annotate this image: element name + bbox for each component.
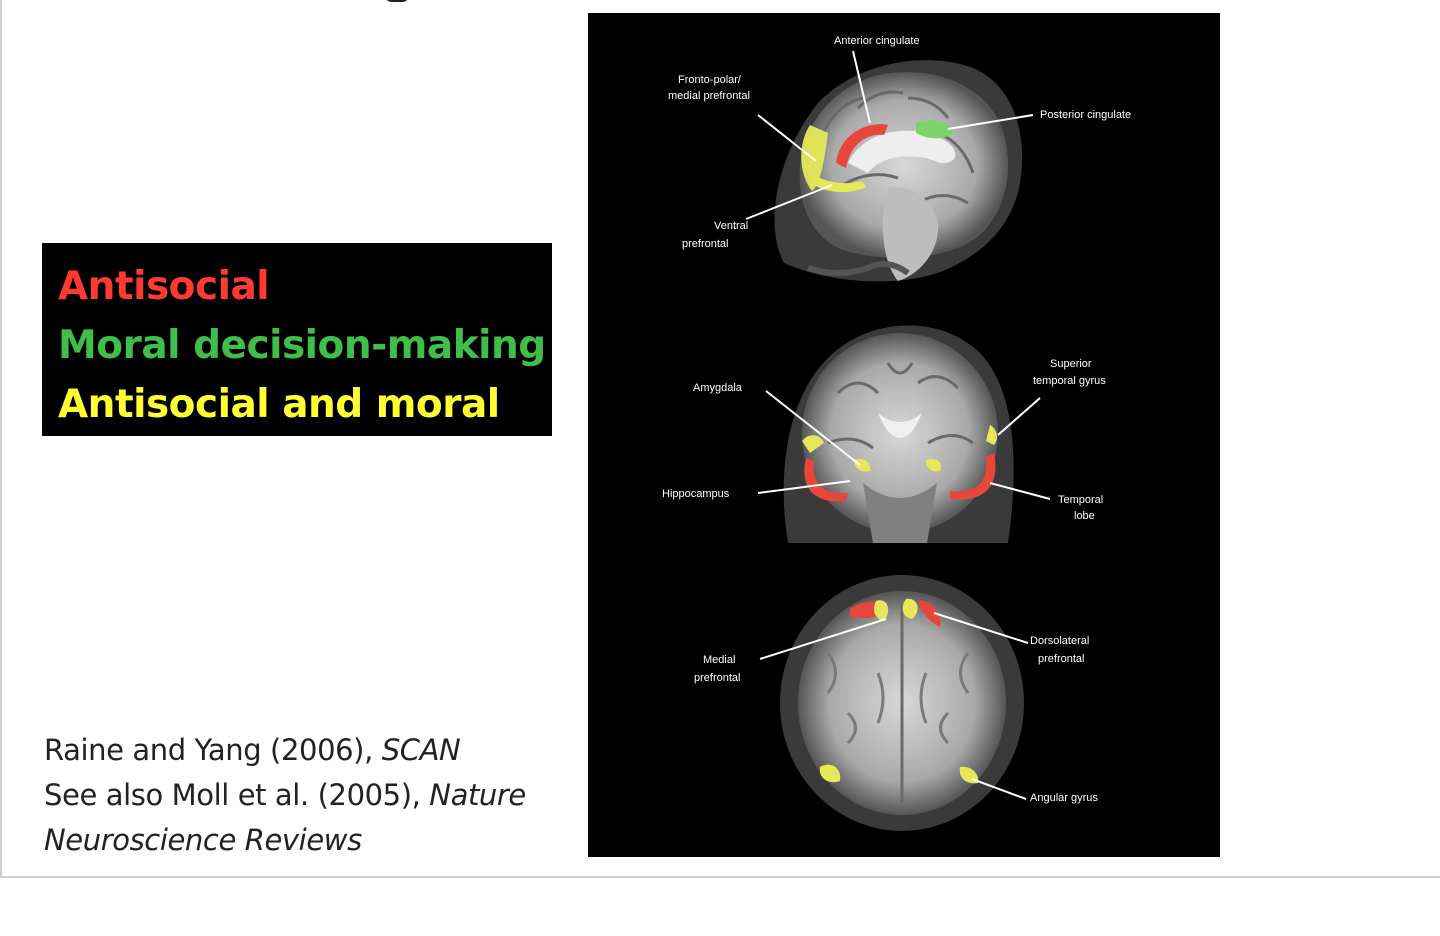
label-medial-2: prefrontal (694, 672, 740, 684)
region-frontopolar (801, 125, 828, 191)
citation-authors-2: See also Moll et al. (2005), (44, 778, 430, 812)
brain-scan-svg: Anterior cingulate Fronto-polar/ medial … (662, 35, 1131, 831)
label-temporal-1: Temporal (1058, 494, 1103, 506)
region-medial-prefrontal-yellow (874, 600, 889, 621)
region-temporal-lobe-right (950, 453, 996, 500)
citation-journal-2: Nature (429, 778, 526, 812)
leader-superior-temporal (997, 397, 1041, 436)
leader-medial-prefrontal (759, 618, 887, 660)
label-hippocampus: Hippocampus (662, 488, 730, 500)
region-superior-temporal-right (986, 425, 997, 445)
citation-line-3: Neuroscience Reviews (44, 818, 574, 863)
legend-moral-decision-making: Moral decision-making (58, 323, 546, 368)
region-amygdala-left (854, 458, 871, 472)
legend-antisocial: Antisocial (58, 264, 270, 309)
region-dorsolateral-prefrontal-yellow (902, 598, 918, 619)
sagittal-brain-image (774, 60, 1023, 282)
leader-ventral-prefrontal (745, 184, 833, 220)
leader-amygdala (765, 390, 861, 466)
region-ventral-prefrontal (814, 177, 866, 193)
leader-posterior-cingulate (947, 114, 1034, 130)
citation-journal-1: SCAN (381, 733, 461, 767)
region-amygdala-right (926, 458, 942, 472)
label-dorsolateral-1: Dorsolateral (1030, 635, 1089, 647)
region-angular-gyrus-left (819, 764, 841, 783)
leader-dorsolateral (933, 612, 1029, 644)
citation-line-1: Raine and Yang (2006), SCAN (44, 728, 574, 773)
brain-scan-figure: Anterior cingulate Fronto-polar/ medial … (588, 13, 1220, 857)
coronal-brain-image (783, 325, 1014, 543)
legend-antisocial-and-moral: Antisocial and moral (58, 382, 500, 427)
label-amygdala: Amygdala (693, 382, 743, 394)
title-fragment (384, 0, 410, 2)
color-legend: Antisocial Moral decision-making Antisoc… (42, 243, 552, 436)
region-posterior-cingulate (916, 120, 954, 139)
leader-frontopolar (757, 114, 817, 162)
region-dorsolateral-prefrontal-right (918, 600, 941, 627)
label-dorsolateral-2: prefrontal (1038, 653, 1084, 665)
leader-anterior-cingulate (852, 50, 871, 124)
label-anterior-cingulate: Anterior cingulate (834, 35, 920, 47)
label-angular-gyrus: Angular gyrus (1030, 792, 1098, 804)
label-ventral-1: Ventral (714, 220, 748, 232)
region-temporal-lobe-left (804, 458, 848, 502)
label-posterior-cingulate: Posterior cingulate (1040, 109, 1131, 121)
label-frontopolar-1: Fronto-polar/ (678, 74, 742, 86)
leader-temporal-lobe (989, 482, 1051, 500)
leader-hippocampus (757, 480, 851, 494)
label-superior-2: temporal gyrus (1033, 375, 1106, 387)
region-superior-temporal-left (802, 435, 824, 453)
axial-brain-image (780, 575, 1024, 831)
label-superior-1: Superior (1050, 358, 1092, 370)
citation: Raine and Yang (2006), SCAN See also Mol… (44, 728, 574, 863)
label-medial-1: Medial (703, 654, 735, 666)
citation-line-2: See also Moll et al. (2005), Nature (44, 773, 574, 818)
region-anterior-cingulate (836, 124, 888, 168)
leader-angular-gyrus (971, 778, 1027, 800)
label-temporal-2: lobe (1074, 510, 1095, 522)
citation-journal-3: Neuroscience Reviews (44, 823, 362, 857)
label-frontopolar-2: medial prefrontal (668, 90, 750, 102)
label-ventral-2: prefrontal (682, 238, 728, 250)
citation-authors-1: Raine and Yang (2006), (44, 733, 382, 767)
slide: Antisocial Moral decision-making Antisoc… (0, 0, 1440, 878)
